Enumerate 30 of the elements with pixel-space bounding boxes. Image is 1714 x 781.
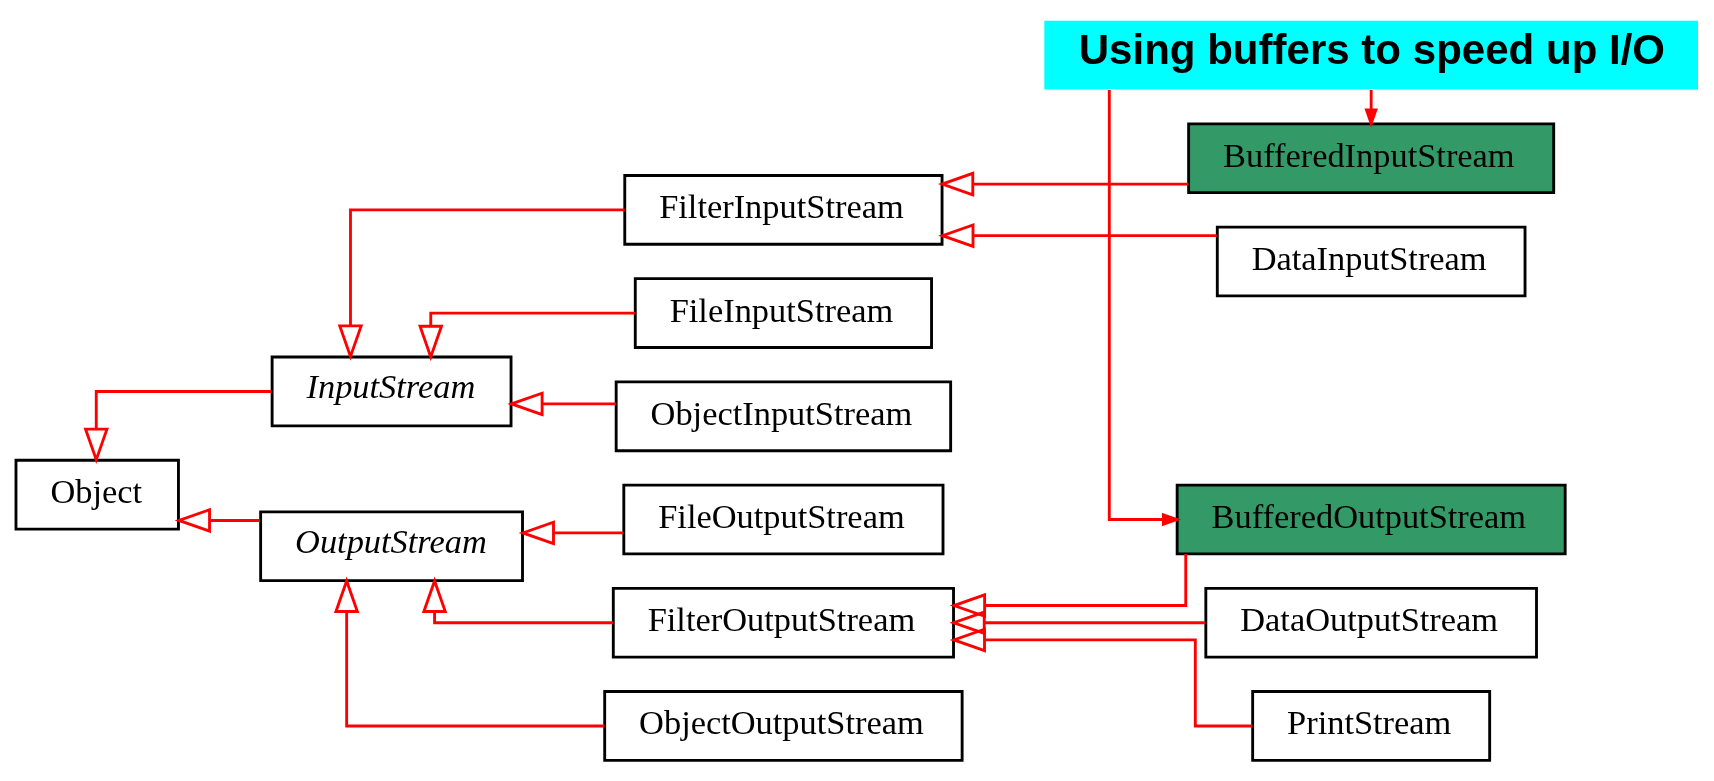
node-box: DataOutputStream [1204,586,1538,659]
node-box: BufferedInputStream [1187,122,1556,195]
arrow [83,390,272,465]
arrow [337,208,625,361]
node-box: BufferedOutputStream [1175,483,1567,556]
node-box: ObjectOutputStream [603,690,964,762]
arrow [938,222,1217,249]
arrow [333,576,605,728]
arrow [1364,90,1378,128]
node-box: FileOutputStream [622,483,945,556]
node-box: FilterOutputStream [611,586,955,659]
node-box: InputStream [270,355,513,428]
node-box: ObjectInputStream [614,380,953,453]
arrow [174,507,260,534]
node-box: FilterInputStream [623,174,944,246]
node-box: OutputStream [259,510,524,583]
arrow [949,610,1206,636]
arrow [421,576,614,625]
node-box: Using buffers to speed up I/O [1044,20,1698,90]
node-box: FileInputStream [633,277,933,349]
arrow [949,554,1188,619]
node-box: DataInputStream [1215,225,1527,298]
arrow [937,171,1189,197]
arrow [518,520,624,546]
arrow [1107,89,1182,527]
arrow [507,391,617,417]
arrow [949,627,1253,728]
arrow [418,311,635,362]
node-box: Object [14,458,180,531]
node-box: PrintStream [1251,690,1492,762]
